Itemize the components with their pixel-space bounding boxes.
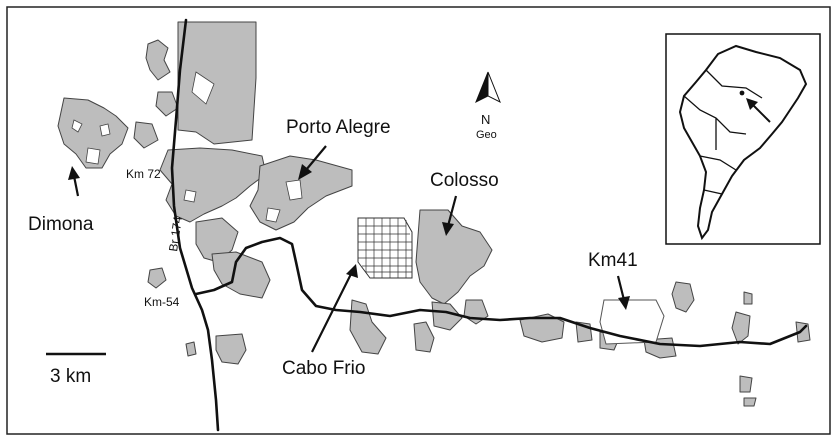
north-sublabel: Geo xyxy=(476,129,497,141)
fragment-km54-east xyxy=(211,251,271,299)
fragment-east-4 xyxy=(731,311,751,345)
fragment-east-3 xyxy=(671,281,695,313)
fragment-colosso xyxy=(415,209,493,305)
fragment-sw-1 xyxy=(185,341,197,357)
label-road-br174: Br 174 xyxy=(166,215,185,252)
forest-fragments xyxy=(57,21,811,407)
arrow-colosso xyxy=(442,195,458,236)
north-label: N xyxy=(481,112,490,127)
fragment-nw-1 xyxy=(145,39,171,81)
scale-bar: 3 km xyxy=(46,352,106,387)
fragment-mid-1 xyxy=(349,299,387,355)
label-porto-alegre: Porto Alegre xyxy=(286,117,391,138)
arrow-dimona xyxy=(68,166,80,197)
scale-bar-label: 3 km xyxy=(50,366,91,387)
fragment-east-8 xyxy=(743,397,757,407)
fragment-large-north xyxy=(177,21,257,145)
south-america-inset-map xyxy=(665,33,821,245)
label-cabo-frio: Cabo Frio xyxy=(282,358,365,379)
cabo-frio-grid xyxy=(357,217,413,279)
label-km54: Km-54 xyxy=(144,295,180,309)
road-east-west xyxy=(194,236,808,348)
fragment-mid-2 xyxy=(413,321,435,353)
label-km72: Km 72 xyxy=(126,167,161,181)
fragment-sw-2 xyxy=(215,333,247,365)
map-figure: Dimona Porto Alegre Colosso Cabo Frio Km… xyxy=(6,6,831,435)
arrow-porto-alegre xyxy=(298,145,327,180)
label-colosso: Colosso xyxy=(430,170,499,191)
fragment-km54-west xyxy=(147,267,167,289)
arrow-cabo-frio xyxy=(311,264,358,353)
fragment-central xyxy=(159,147,267,223)
fragment-nw-2 xyxy=(155,91,179,117)
fragment-east-7 xyxy=(739,375,753,393)
fragment-colosso-south xyxy=(431,301,463,331)
label-km41: Km41 xyxy=(588,250,638,271)
road-br174 xyxy=(170,18,220,432)
fragment-east-5 xyxy=(743,291,753,305)
fragment-dimona xyxy=(57,97,129,169)
arrow-km41 xyxy=(616,275,630,310)
fragment-nw-3 xyxy=(133,121,159,149)
fragment-mid-4 xyxy=(519,313,565,343)
label-dimona: Dimona xyxy=(28,214,94,235)
north-arrow-icon: N Geo xyxy=(475,71,501,141)
